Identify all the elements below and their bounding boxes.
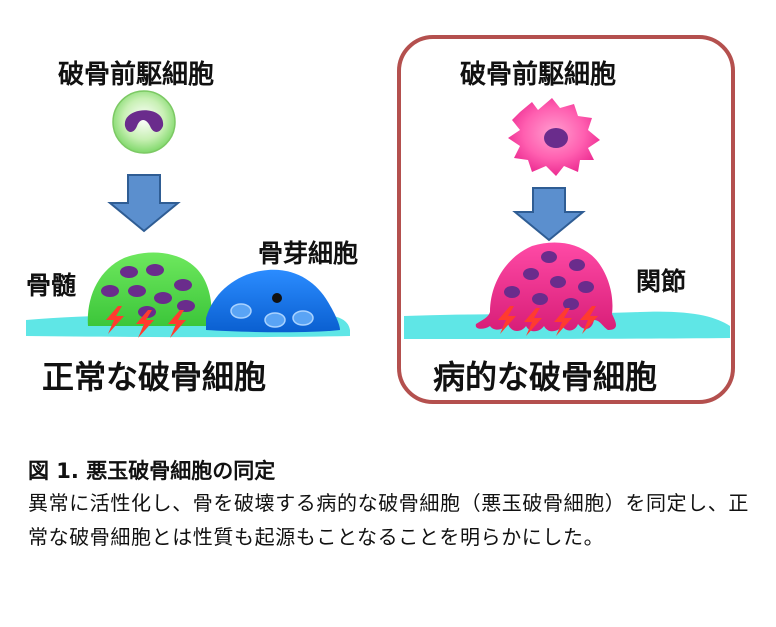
osteoclast-diagram	[26, 35, 735, 404]
caption-title: 図 1. 悪玉破骨細胞の同定	[28, 459, 276, 483]
label-osteoblast: 骨芽細胞	[258, 239, 359, 268]
label-normal-osteoclast: 正常な破骨細胞	[42, 358, 267, 396]
precursor-nucleus	[124, 110, 164, 132]
normal-osteoclast-cell	[87, 252, 212, 338]
resorption-bolt	[136, 310, 154, 338]
resorption-bolt	[524, 308, 542, 336]
pathological-precursor-cell	[508, 98, 600, 176]
label-pathological-osteoclast: 病的な破骨細胞	[433, 358, 658, 396]
resorption-bolt	[106, 306, 124, 334]
down-arrow-right	[512, 187, 586, 242]
label-joint: 関節	[636, 267, 687, 296]
pathological-panel-frame	[397, 35, 735, 404]
resorption-bolt	[580, 306, 598, 334]
figure-caption: 図 1. 悪玉破骨細胞の同定 異常に活性化し、骨を破壊する病的な破骨細胞（悪玉破…	[28, 456, 758, 554]
resorption-bolt	[498, 306, 516, 334]
label-precursor-left: 破骨前駆細胞	[58, 60, 215, 90]
label-marrow: 骨髄	[26, 271, 77, 300]
osteoblast-cell	[206, 269, 340, 333]
pathological-osteoclast-cell	[475, 242, 616, 336]
resorption-bolt	[554, 308, 572, 336]
resorption-bolt	[168, 310, 186, 338]
caption-body: 異常に活性化し、骨を破壊する病的な破骨細胞（悪玉破骨細胞）を同定し、正常な破骨細…	[28, 491, 749, 549]
normal-precursor-cell	[112, 90, 176, 154]
down-arrow-left	[107, 174, 181, 233]
label-precursor-right: 破骨前駆細胞	[460, 60, 617, 90]
